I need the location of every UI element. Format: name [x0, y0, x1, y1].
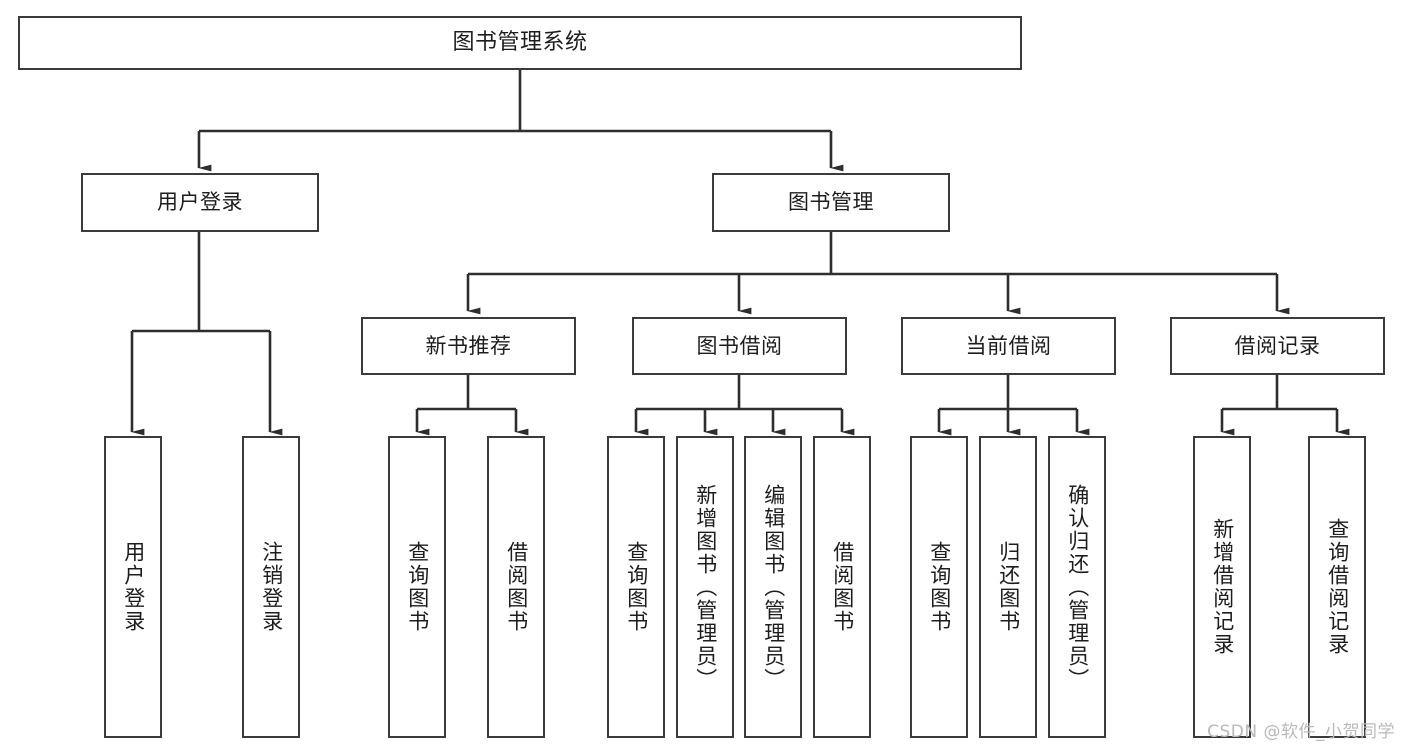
- leaf-record-add-record[interactable]: 新增借阅记录: [1193, 436, 1251, 738]
- node-label: 借阅图书: [504, 541, 529, 633]
- leaf-user-login-logout[interactable]: 注销登录: [242, 436, 300, 738]
- leaf-current-query-book[interactable]: 查询图书: [910, 436, 968, 738]
- leaf-record-query-record[interactable]: 查询借阅记录: [1308, 436, 1366, 738]
- node-user-login[interactable]: 用户登录: [81, 173, 319, 232]
- node-root-system[interactable]: 图书管理系统: [18, 16, 1022, 70]
- node-label: 查询图书: [624, 541, 649, 633]
- node-label: 新增借阅记录: [1210, 518, 1235, 656]
- node-label: 借阅图书: [830, 541, 855, 633]
- node-current-borrow[interactable]: 当前借阅: [901, 317, 1116, 375]
- node-borrow-record[interactable]: 借阅记录: [1170, 317, 1385, 375]
- node-label: 当前借阅: [965, 333, 1052, 358]
- leaf-borrow-query-book[interactable]: 查询图书: [607, 436, 665, 738]
- node-book-borrow[interactable]: 图书借阅: [632, 317, 847, 375]
- node-label: 确认归还（管理员）: [1065, 483, 1090, 691]
- leaf-current-return-book[interactable]: 归还图书: [979, 436, 1037, 738]
- node-label: 图书管理系统: [452, 30, 588, 56]
- leaf-recommend-query-book[interactable]: 查询图书: [388, 436, 446, 738]
- node-label: 借阅记录: [1234, 333, 1321, 358]
- node-book-management[interactable]: 图书管理: [712, 173, 950, 232]
- node-new-book-recommend[interactable]: 新书推荐: [361, 317, 576, 375]
- leaf-recommend-borrow-book[interactable]: 借阅图书: [487, 436, 545, 738]
- leaf-current-confirm-return-admin[interactable]: 确认归还（管理员）: [1048, 436, 1106, 738]
- node-label: 图书管理: [788, 190, 874, 215]
- node-label: 查询借阅记录: [1325, 518, 1350, 656]
- watermark-csdn: CSDN @软件_小贺同学: [1207, 722, 1395, 742]
- leaf-borrow-edit-book-admin[interactable]: 编辑图书（管理员）: [744, 436, 802, 738]
- node-label: 新书推荐: [425, 333, 512, 358]
- node-label: 新增图书（管理员）: [693, 483, 718, 691]
- node-label: 编辑图书（管理员）: [761, 483, 786, 691]
- node-label: 查询图书: [927, 541, 952, 633]
- leaf-user-login-login[interactable]: 用户登录: [104, 436, 162, 738]
- node-label: 用户登录: [121, 541, 146, 633]
- node-label: 查询图书: [405, 541, 430, 633]
- node-label: 图书借阅: [696, 333, 783, 358]
- leaf-borrow-borrow-book[interactable]: 借阅图书: [813, 436, 871, 738]
- node-label: 注销登录: [259, 541, 284, 633]
- node-label: 用户登录: [157, 190, 243, 215]
- node-label: 归还图书: [996, 541, 1021, 633]
- leaf-borrow-add-book-admin[interactable]: 新增图书（管理员）: [676, 436, 734, 738]
